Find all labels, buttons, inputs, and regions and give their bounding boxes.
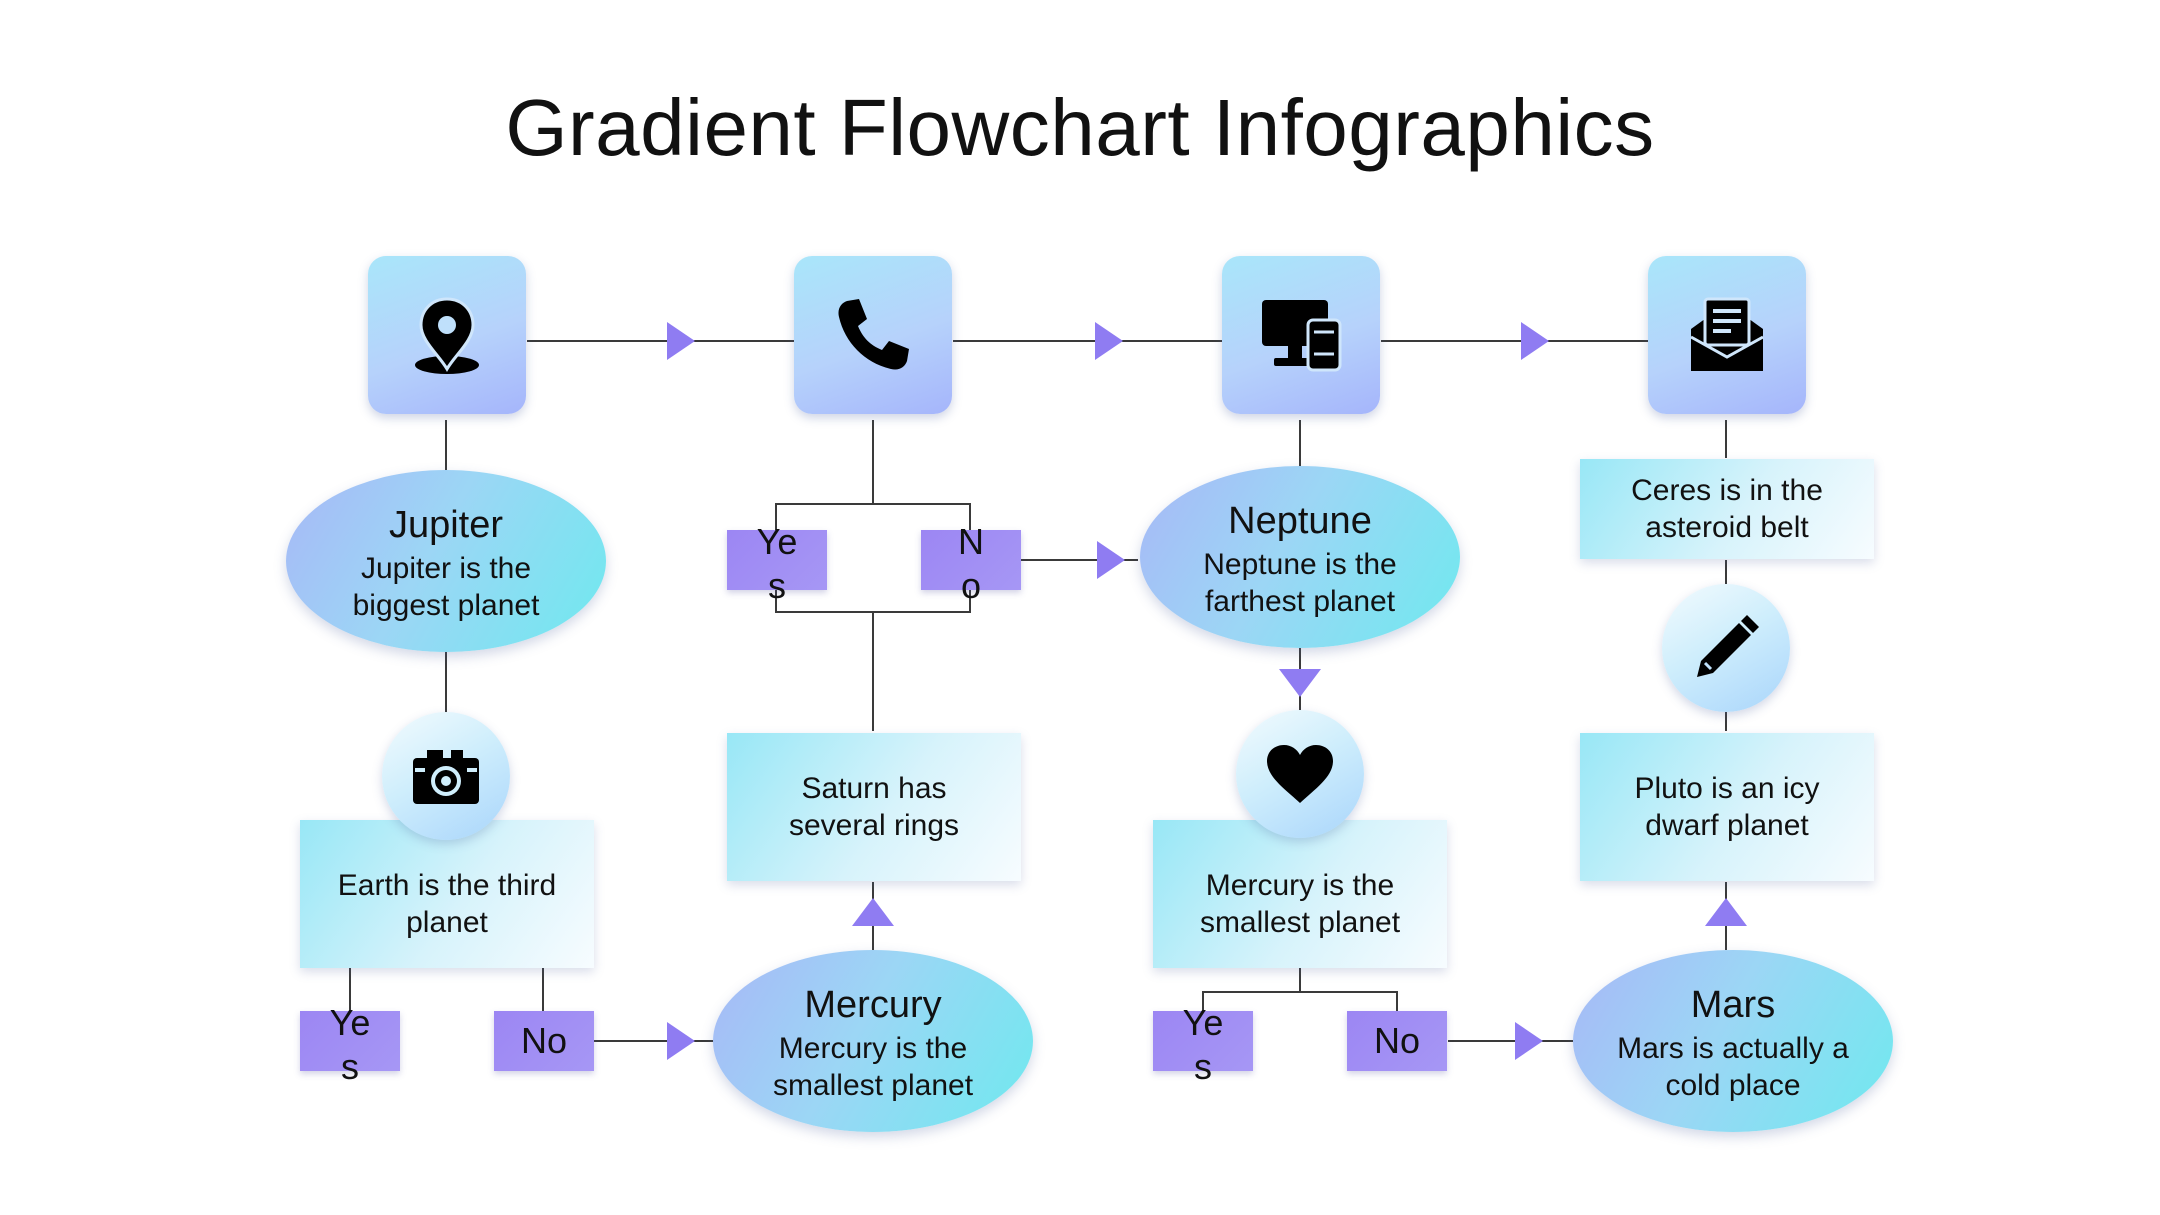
neptune-text: Neptune is the farthest planet	[1203, 548, 1397, 618]
pencil-icon-circle	[1662, 584, 1790, 712]
arrowhead-right	[1095, 322, 1123, 360]
ceres-text: Ceres is in the asteroid belt	[1631, 474, 1823, 544]
arrowhead-right	[1521, 322, 1549, 360]
no-button-col2[interactable]: No	[921, 521, 1021, 606]
phone-icon	[838, 299, 909, 370]
mars-heading: Mars	[1690, 984, 1776, 1026]
mercury-heading: Mercury	[804, 984, 942, 1026]
phone-icon-box	[794, 256, 952, 414]
page-title: Gradient Flowchart Infographics	[505, 83, 1655, 172]
mars-node: Mars Mars is actually a cold place	[1573, 950, 1893, 1132]
heart-icon-circle	[1236, 710, 1364, 838]
pluto-node: Pluto is an icy dwarf planet	[1580, 733, 1874, 881]
pin-icon-box	[368, 256, 526, 414]
open-envelope-icon	[1690, 297, 1764, 371]
jupiter-node: Jupiter Jupiter is the biggest planet	[286, 470, 606, 652]
yes-label: Yes	[329, 1002, 371, 1087]
mercury-ellipse-node: Mercury Mercury is the smallest planet	[713, 950, 1033, 1132]
yes-label: Yes	[756, 521, 798, 606]
yes-label: Yes	[1182, 1002, 1224, 1087]
mercury-rect-node: Mercury is the smallest planet	[1153, 820, 1447, 968]
arrowhead-right	[667, 322, 695, 360]
arrowhead-right	[667, 1022, 695, 1060]
neptune-heading: Neptune	[1228, 500, 1372, 542]
connector-branch-top	[775, 503, 971, 530]
arrowhead-right	[1515, 1022, 1543, 1060]
heart-icon	[1267, 745, 1333, 803]
mercury-ellipse-text: Mercury is the smallest planet	[772, 1032, 974, 1102]
monitor-icon-box	[1222, 256, 1380, 414]
yes-button-col3[interactable]: Yes	[1153, 1002, 1253, 1087]
jupiter-heading: Jupiter	[388, 504, 504, 546]
no-label: No	[520, 1020, 568, 1061]
no-button-col1[interactable]: No	[494, 1011, 594, 1071]
arrowhead-up	[1705, 898, 1747, 926]
no-label: No	[958, 521, 984, 606]
no-label: No	[1373, 1020, 1421, 1061]
camera-icon-circle	[382, 712, 510, 840]
camera-icon	[413, 750, 479, 804]
mercury-rect-text: Mercury is the smallest planet	[1199, 869, 1401, 939]
map-pin-icon	[415, 297, 479, 374]
earth-node: Earth is the third planet	[300, 820, 594, 968]
yes-button-col2[interactable]: Yes	[727, 521, 827, 606]
neptune-node: Neptune Neptune is the farthest planet	[1140, 466, 1460, 648]
saturn-node: Saturn has several rings	[727, 733, 1021, 881]
desktop-devices-icon	[1262, 300, 1342, 372]
jupiter-text: Jupiter is the biggest planet	[352, 552, 540, 622]
saturn-text: Saturn has several rings	[788, 772, 960, 842]
pluto-text: Pluto is an icy dwarf planet	[1634, 772, 1820, 842]
no-button-col3[interactable]: No	[1347, 1011, 1447, 1071]
connector-mercury-yes-no	[1202, 991, 1398, 1011]
arrowhead-up	[852, 898, 894, 926]
yes-button-col1[interactable]: Yes	[300, 1002, 400, 1087]
envelope-icon-box	[1648, 256, 1806, 414]
connector-branch-bottom	[775, 590, 971, 613]
earth-text: Earth is the third planet	[337, 869, 557, 939]
ceres-node: Ceres is in the asteroid belt	[1580, 459, 1874, 559]
mars-text: Mars is actually a cold place	[1617, 1032, 1849, 1102]
arrowhead-right	[1097, 541, 1125, 579]
arrowhead-down	[1279, 669, 1321, 697]
pencil-icon	[1697, 615, 1759, 677]
